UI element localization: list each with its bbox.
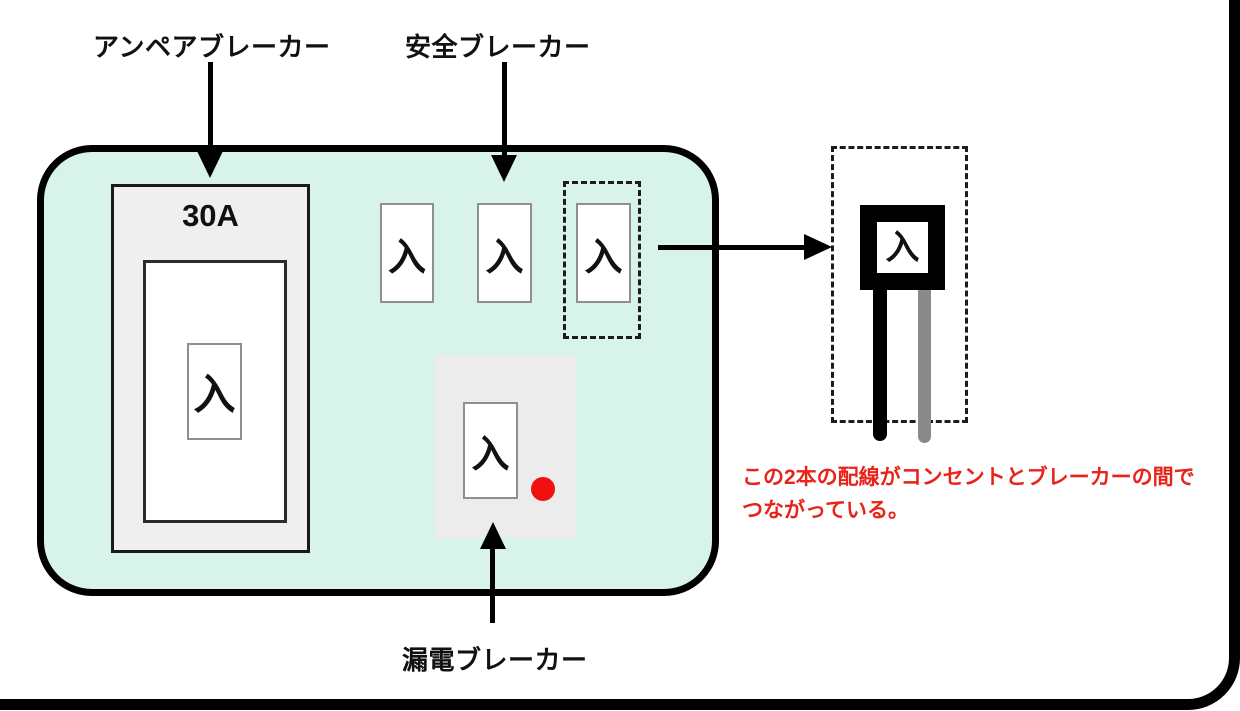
wiring-caption: この2本の配線がコンセントとブレーカーの間で つながっている。 <box>742 461 1195 527</box>
leakage-breaker-label: 漏電ブレーカー <box>402 645 588 675</box>
red-indicator-dot <box>531 477 555 501</box>
safety-breaker-switch-3: 入 <box>576 203 631 303</box>
safety-breaker-switch-2: 入 <box>477 203 532 303</box>
switch-on-label: 入 <box>885 228 920 267</box>
black-wire <box>873 288 887 441</box>
switch-on-label: 入 <box>485 236 524 279</box>
wiring-caption-line-1: この2本の配線がコンセントとブレーカーの間で <box>742 466 1195 489</box>
safety-breaker-label: 安全ブレーカー <box>405 32 591 62</box>
ampere-breaker-body <box>143 260 287 523</box>
highlighted-breaker-dashed-box <box>563 181 641 339</box>
outlet-dashed-box <box>831 146 968 423</box>
ampere-rating-label: 30A <box>182 198 239 233</box>
leakage-breaker-switch: 入 <box>463 402 518 499</box>
ampere-breaker-switch: 入 <box>187 343 242 440</box>
switch-on-label: 入 <box>387 236 426 279</box>
ampere-breaker-label: アンペアブレーカー <box>93 32 331 62</box>
safety-breaker-switch-1: 入 <box>380 203 434 303</box>
switch-on-label: 入 <box>193 371 236 418</box>
switch-on-label: 入 <box>471 434 510 476</box>
wiring-caption-line-2: つながっている。 <box>742 499 909 522</box>
gray-wire <box>918 288 931 443</box>
outlet-plug: 入 <box>860 205 945 290</box>
switch-on-label: 入 <box>584 236 623 279</box>
